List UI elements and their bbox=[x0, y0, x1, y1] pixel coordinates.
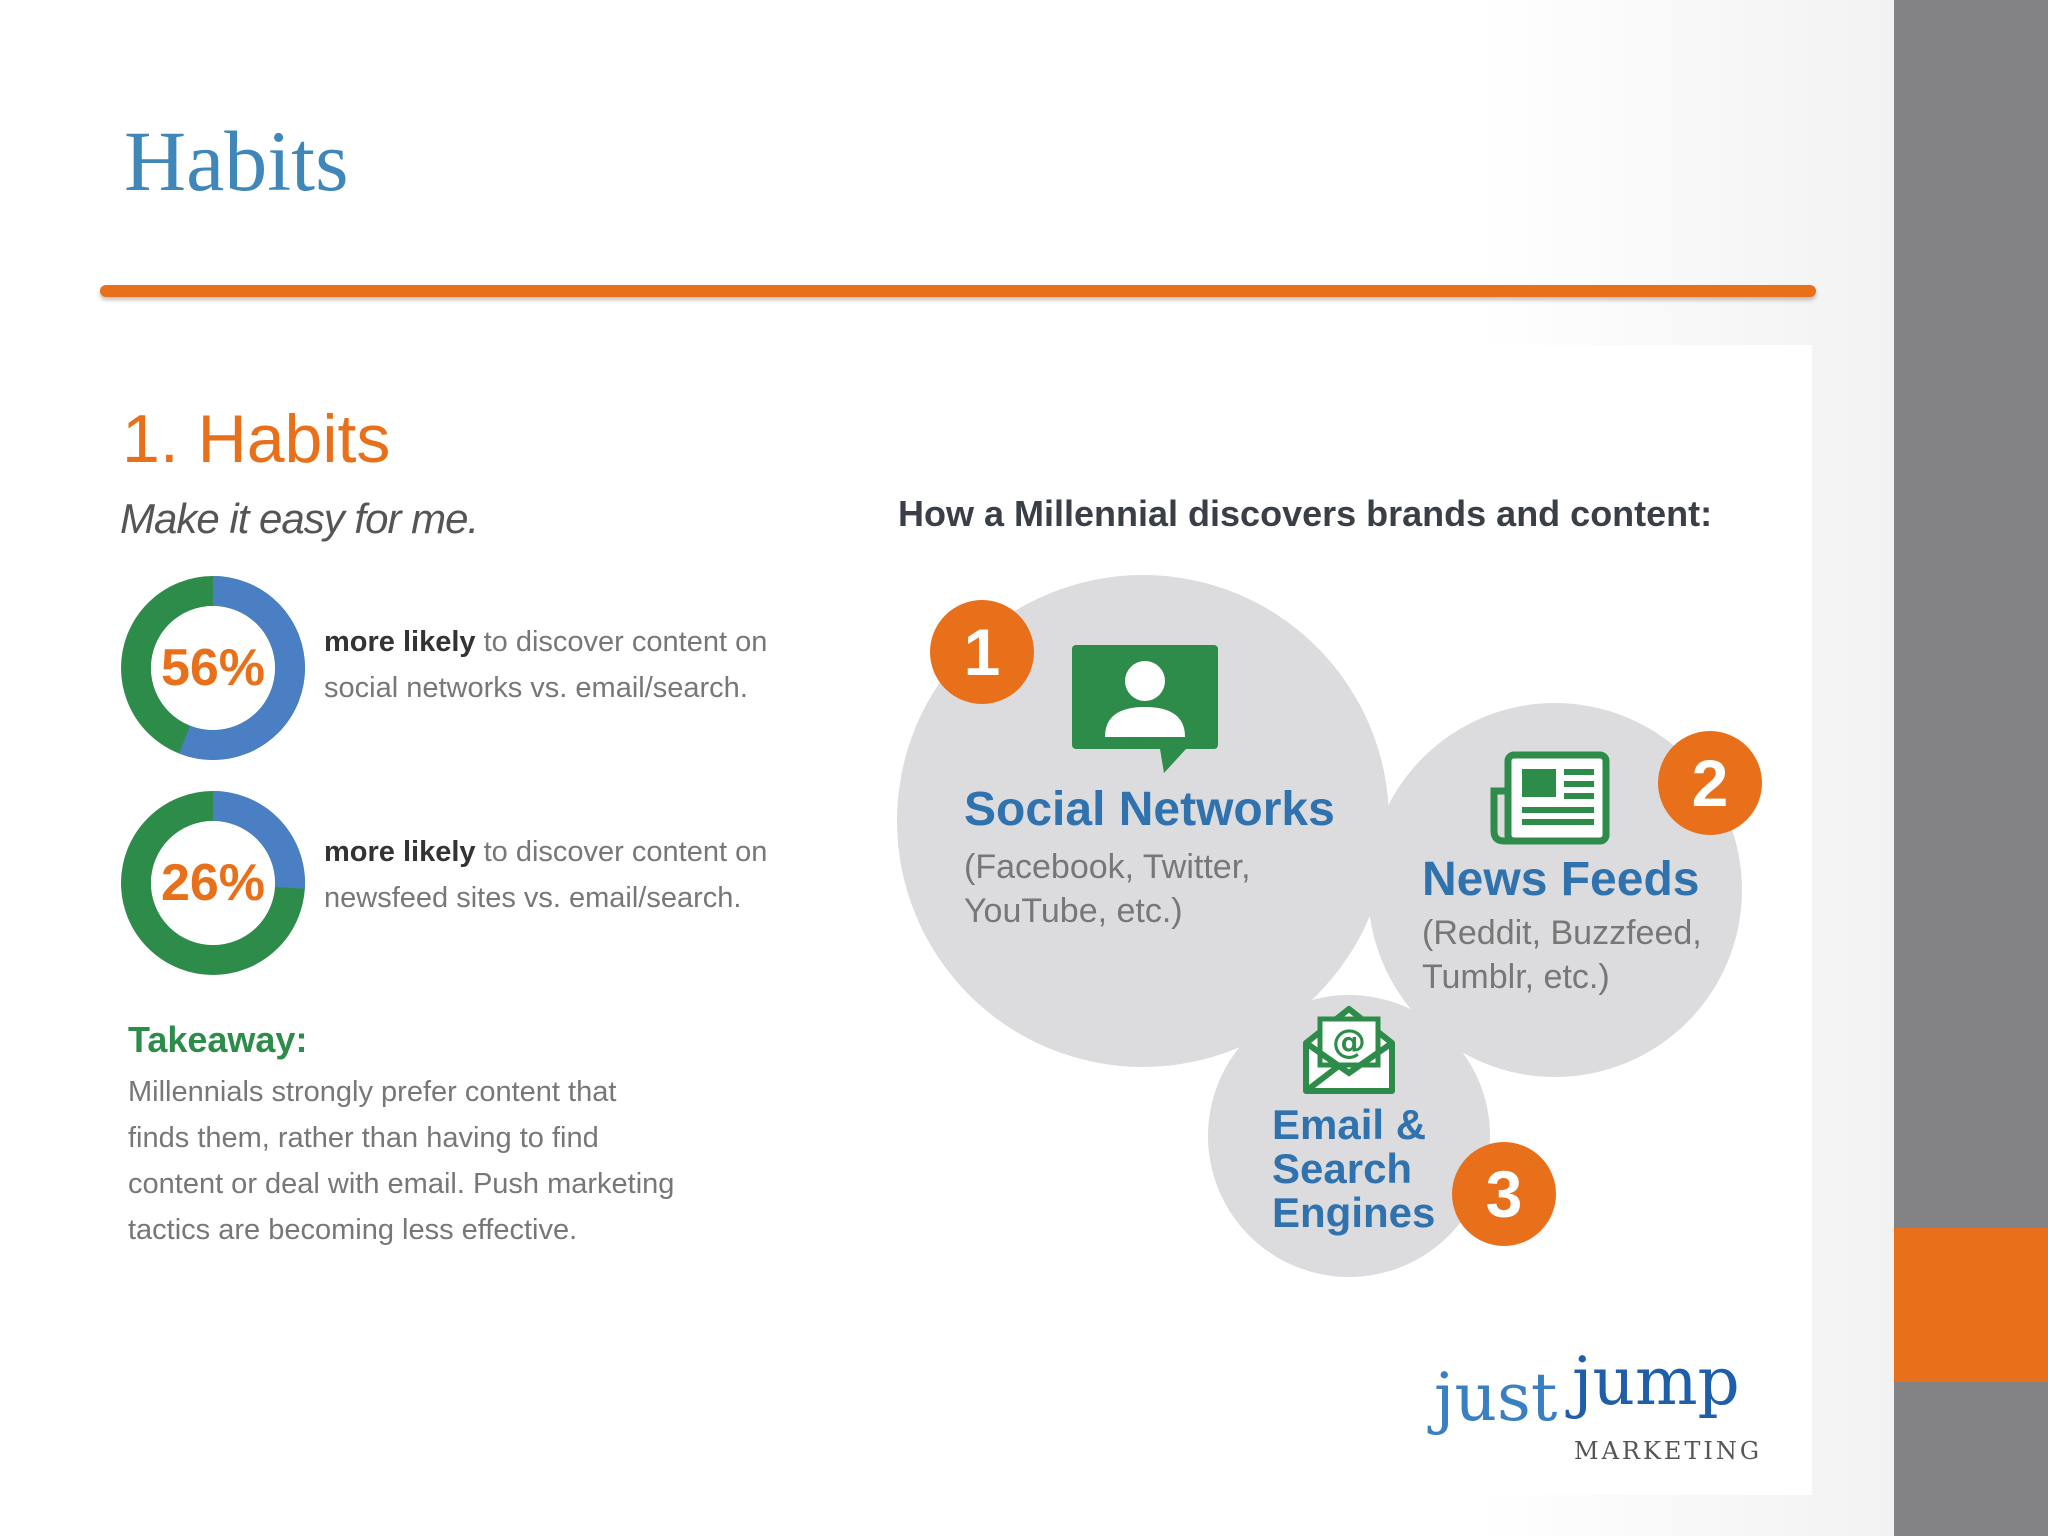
section-subheading: Make it easy for me. bbox=[120, 495, 479, 542]
stat-description: more likely to discover content on newsf… bbox=[324, 829, 884, 921]
stat-line1: to discover content on bbox=[483, 626, 768, 658]
item-subtitle-line: (Facebook, Twitter, bbox=[964, 848, 1251, 886]
rank-badge: 1 bbox=[930, 600, 1034, 704]
stat-ring-26: 26% bbox=[120, 790, 306, 976]
item-title: Social Networks bbox=[964, 783, 1335, 836]
discovery-heading: How a Millennial discovers brands and co… bbox=[898, 493, 1713, 534]
stat-bold: more likely bbox=[324, 836, 476, 868]
stat-percent: 56% bbox=[160, 639, 266, 697]
item-title: News Feeds bbox=[1422, 853, 1700, 906]
item-title: Email & Search Engines bbox=[1272, 1101, 1436, 1237]
takeaway-body: Millennials strongly prefer content that… bbox=[128, 1069, 688, 1253]
title-rule bbox=[100, 285, 1816, 297]
stat-bold: more likely bbox=[324, 626, 476, 658]
item-title-line: Email & bbox=[1272, 1101, 1427, 1148]
rank-badge: 3 bbox=[1452, 1142, 1556, 1246]
stat-description: more likely to discover content on socia… bbox=[324, 619, 884, 711]
svg-text:@: @ bbox=[1332, 1022, 1366, 1062]
item-subtitle: (Reddit, Buzzfeed, Tumblr, etc.) bbox=[1422, 911, 1702, 999]
infographic: 1. Habits Make it easy for me. 56% more … bbox=[112, 345, 1812, 1495]
logo-marketing: MARKETING bbox=[1574, 1437, 1763, 1465]
logo-just: just bbox=[1434, 1359, 1558, 1436]
slide-title: Habits bbox=[124, 113, 349, 209]
takeaway-title: Takeaway: bbox=[128, 1019, 308, 1060]
logo-jump: jump bbox=[1572, 1343, 1740, 1420]
takeaway-line: content or deal with email. Push marketi… bbox=[128, 1168, 675, 1200]
stat-line2: newsfeed sites vs. email/search. bbox=[324, 882, 742, 914]
justjump-logo: just jump MARKETING bbox=[1376, 1333, 1806, 1489]
stat-percent: 26% bbox=[160, 854, 266, 912]
item-subtitle-line: YouTube, etc.) bbox=[964, 892, 1183, 930]
item-subtitle-line: (Reddit, Buzzfeed, bbox=[1422, 914, 1702, 952]
item-title-line: Engines bbox=[1272, 1189, 1436, 1237]
rank-badge: 2 bbox=[1658, 731, 1762, 835]
user-chat-icon bbox=[1072, 645, 1218, 780]
email-at-icon: @ bbox=[1302, 1005, 1396, 1100]
section-heading: 1. Habits bbox=[122, 401, 391, 477]
takeaway-line: Millennials strongly prefer content that bbox=[128, 1076, 617, 1108]
stat-line2: social networks vs. email/search. bbox=[324, 672, 748, 704]
takeaway-line: tactics are becoming less effective. bbox=[128, 1214, 578, 1246]
stat-ring-56: 56% bbox=[120, 575, 306, 761]
item-title-line: Search bbox=[1272, 1145, 1413, 1193]
newspaper-icon bbox=[1486, 751, 1610, 852]
side-accent bbox=[1894, 1228, 2048, 1382]
item-subtitle: (Facebook, Twitter, YouTube, etc.) bbox=[964, 845, 1251, 933]
takeaway-line: finds them, rather than having to find bbox=[128, 1122, 599, 1154]
stat-line1: to discover content on bbox=[483, 836, 768, 868]
item-subtitle-line: Tumblr, etc.) bbox=[1422, 958, 1610, 996]
